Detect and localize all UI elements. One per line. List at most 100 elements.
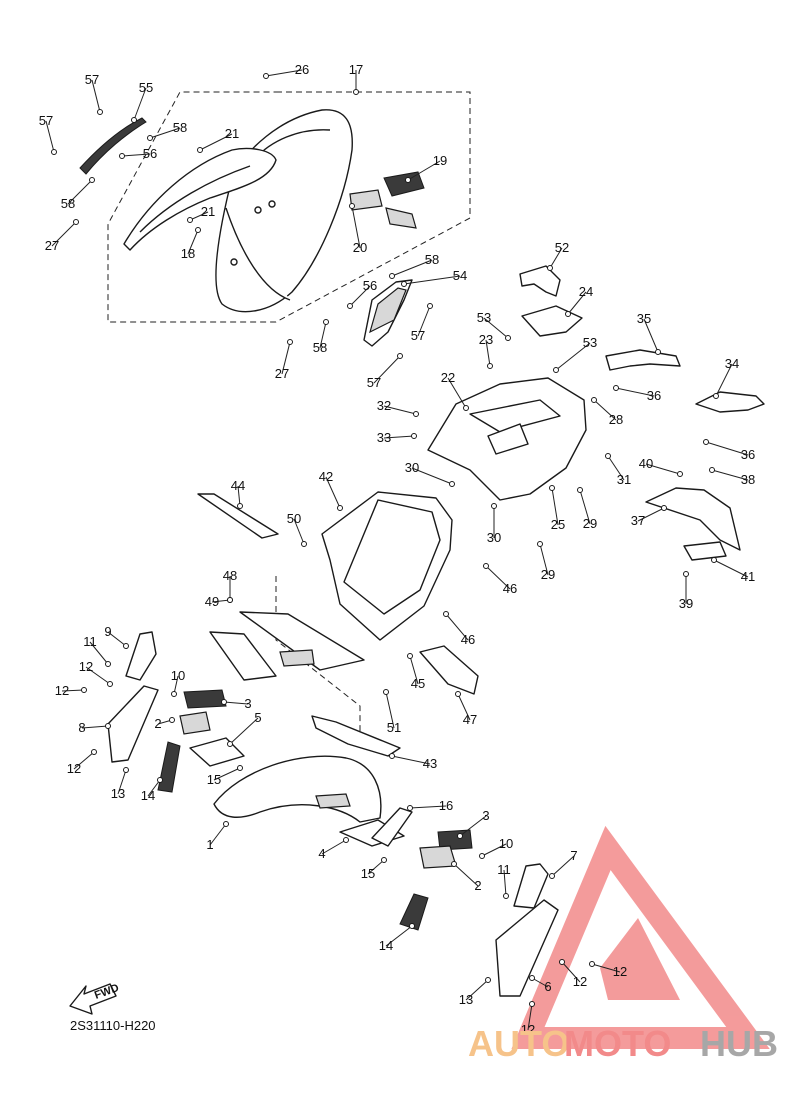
panel-48 [239,611,365,671]
fastener-16 [407,805,413,811]
callout-10: 10 [171,668,185,683]
callout-leader-8 [81,725,109,729]
damper-3-upper [183,689,227,709]
callout-leader-13 [117,769,127,795]
fastener-56 [347,303,353,309]
callout-leader-10 [481,843,507,857]
fastener-29 [577,487,583,493]
callout-leader-58 [319,321,327,349]
callout-21: 21 [201,204,215,219]
callout-58: 58 [173,120,187,135]
callout-27: 27 [45,238,59,253]
callout-20: 20 [353,240,367,255]
callout-36: 36 [647,388,661,403]
fastener-47 [455,691,461,697]
callout-leader-51 [385,691,395,729]
fastener-56 [119,153,125,159]
fastener-45 [407,653,413,659]
fastener-58 [389,273,395,279]
callout-leader-11 [89,641,109,665]
fastener-35 [655,349,661,355]
collar-2-upper [179,711,211,735]
callout-44: 44 [231,478,245,493]
callout-38: 38 [741,472,755,487]
callout-21: 21 [225,126,239,141]
fastener-12 [81,687,87,693]
fwd-arrow: FWD [69,982,121,1015]
callout-leader-53 [483,317,509,339]
callout-leader-3 [459,815,487,837]
callout-leader-29 [539,543,549,576]
callout-leader-31 [607,455,625,481]
fastener-12 [559,959,565,965]
callout-leader-37 [637,507,665,522]
reflector-14-upper [157,741,181,793]
callout-leader-27 [281,341,291,375]
callout-leader-15 [367,859,385,875]
fastener-32 [413,411,419,417]
callout-leader-7 [551,855,575,877]
callout-26: 26 [295,62,309,77]
callout-leader-5 [229,717,259,745]
callout-leader-38 [711,469,749,481]
fastener-11 [503,893,509,899]
callout-19: 19 [433,153,447,168]
callout-12: 12 [79,659,93,674]
callout-leader-12 [591,963,621,973]
callout-4: 4 [318,846,325,861]
fastener-51 [383,689,389,695]
watermark-hub: HUB [700,1023,778,1064]
inner-fender-panel [123,147,277,251]
fastener-20 [349,203,355,209]
callout-12: 12 [573,974,587,989]
callout-leader-15 [213,767,241,781]
fastener-8 [105,723,111,729]
fastener-55 [131,117,137,123]
bracket-5 [189,737,245,767]
fastener-13 [123,767,129,773]
callout-49: 49 [205,594,219,609]
callout-leader-56 [349,285,371,307]
callout-24: 24 [579,284,593,299]
callout-leader-27 [51,221,77,247]
side-cover-54 [363,279,413,347]
callout-33: 33 [377,430,391,445]
callout-56: 56 [363,278,377,293]
center-cover-42 [321,491,453,641]
callout-leader-57 [373,355,401,384]
fastener-18 [195,227,201,233]
callout-57: 57 [411,328,425,343]
callout-29: 29 [541,567,555,582]
callout-leader-24 [567,291,587,315]
fastener-36 [703,439,709,445]
fastener-49 [227,597,233,603]
fastener-15 [381,857,387,863]
callout-47: 47 [463,712,477,727]
callout-leader-40 [645,463,681,475]
callout-31: 31 [617,472,631,487]
fastener-54 [401,281,407,287]
callout-leader-22 [447,377,467,409]
fastener-13 [485,977,491,983]
callout-57: 57 [367,375,381,390]
fastener-1 [223,821,229,827]
callout-leader-54 [403,275,461,285]
callout-12: 12 [67,761,81,776]
callout-leader-12 [61,689,85,692]
callout-23: 23 [479,332,493,347]
fastener-3 [457,833,463,839]
callout-leader-11 [503,869,507,897]
panel-49 [209,631,277,681]
callout-leader-58 [391,259,433,277]
callout-leader-1 [209,823,227,846]
callout-leader-58 [67,179,93,205]
callout-leader-36 [615,387,655,397]
callout-12: 12 [613,964,627,979]
fastener-27 [287,339,293,345]
bracket-34 [695,391,765,413]
fastener-58 [323,319,329,325]
fastener-57 [397,353,403,359]
callout-8: 8 [78,720,85,735]
callout-leader-12 [85,666,111,685]
